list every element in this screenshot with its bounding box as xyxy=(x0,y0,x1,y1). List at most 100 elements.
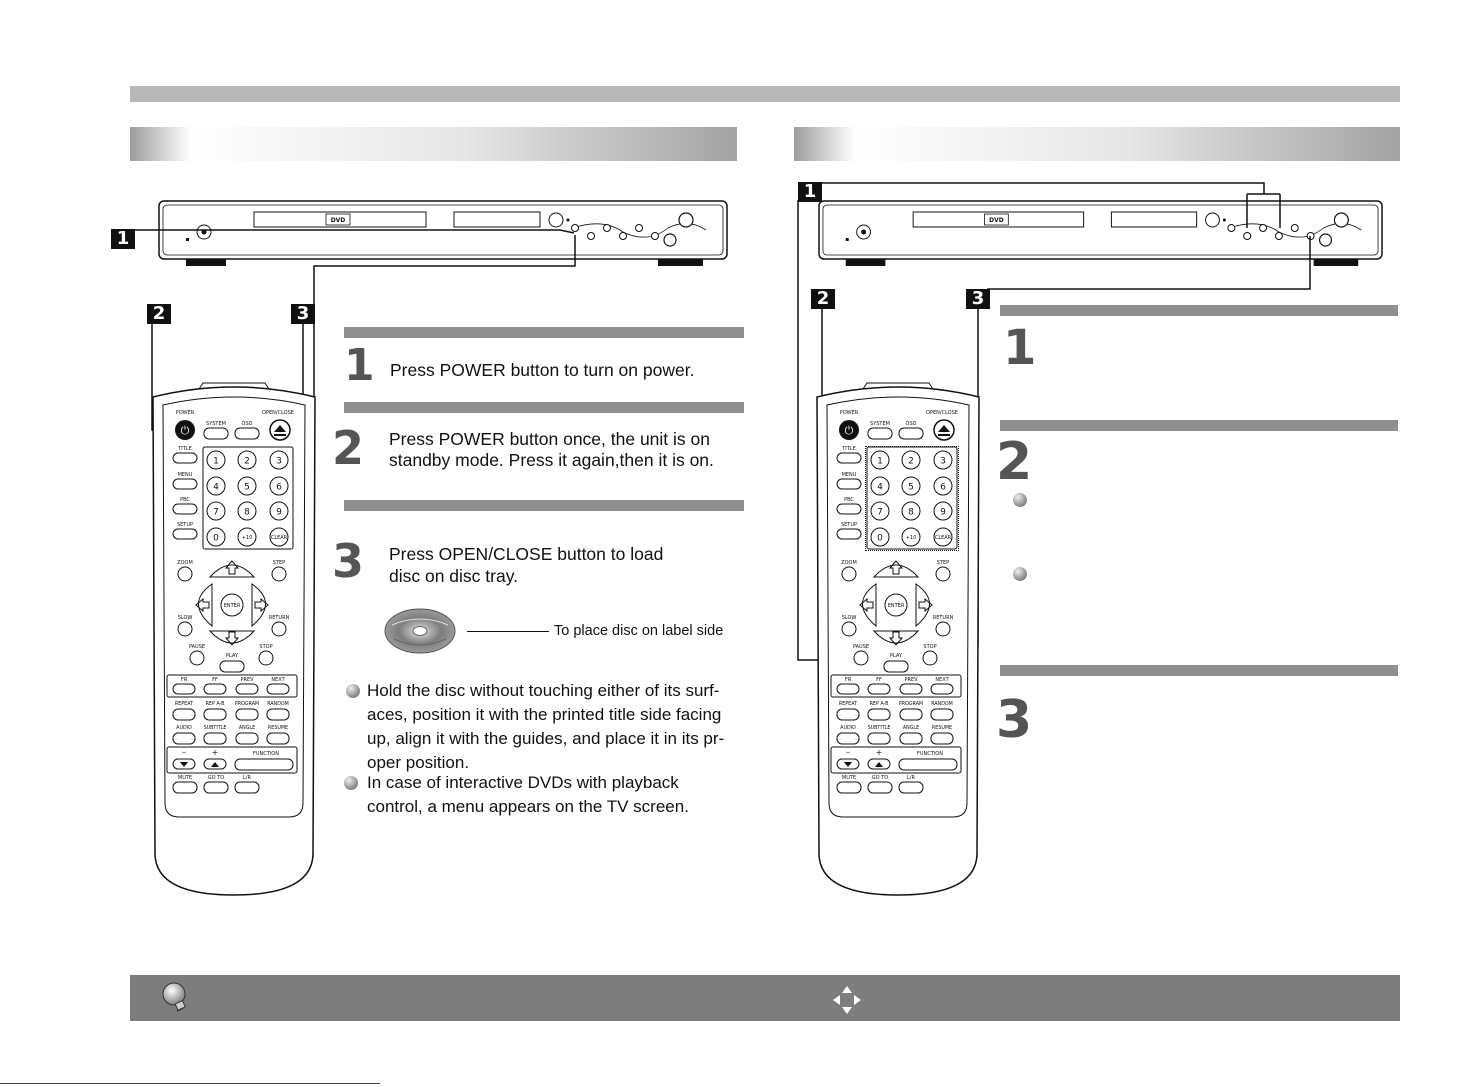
remote-label-function: ANGLE xyxy=(239,725,255,731)
note-1: Hold the disc without touching either of… xyxy=(367,679,724,775)
remote-label-function: REP A-B xyxy=(206,701,225,707)
callout-1-right: 1 xyxy=(798,182,822,202)
remote-transport-button xyxy=(172,683,196,695)
note-1-line-4: oper position. xyxy=(367,753,470,772)
remote-system-button xyxy=(867,427,893,440)
display-window xyxy=(453,211,541,228)
remote-digit-label: 8 xyxy=(244,508,250,518)
remote-label-transport: FR xyxy=(845,677,852,683)
remote-label-vol-up: + xyxy=(876,748,883,757)
up-triangle-icon xyxy=(211,762,219,767)
header-bar xyxy=(130,86,1400,102)
remote-up-button xyxy=(208,564,256,578)
player-control-button xyxy=(619,232,627,240)
remote-label-bottom: MUTE xyxy=(842,775,856,781)
remote-digit-label: 8 xyxy=(908,508,914,518)
remote-label-bottom: L/R xyxy=(907,775,915,781)
remote-label-function: PROGRAM xyxy=(235,701,259,707)
right-step-bar-1 xyxy=(1000,305,1398,316)
power-icon xyxy=(861,229,867,235)
remote-play-button xyxy=(883,660,909,673)
remote-label-side: SETUP xyxy=(177,522,193,528)
section-header-right xyxy=(794,127,1400,161)
remote-digit-button xyxy=(870,501,890,521)
remote-label-side: SETUP xyxy=(841,522,857,528)
remote-digit-button xyxy=(269,527,289,547)
note-2-line-2: control, a menu appears on the TV screen… xyxy=(367,797,689,816)
remote-bottom-button xyxy=(172,781,198,794)
disc-illustration xyxy=(384,608,456,654)
right-step-number-3: 3 xyxy=(996,690,1033,750)
remote-label-vol-up: + xyxy=(212,748,219,757)
remote-label-transport: FF xyxy=(876,677,882,683)
remote-face-panel xyxy=(826,396,970,818)
remote-digit-label: 1 xyxy=(877,457,883,467)
right-arrow-icon xyxy=(918,597,933,613)
remote-return-button xyxy=(271,621,287,637)
remote-label-bottom: GO TO xyxy=(872,775,888,781)
remote-slow-button xyxy=(841,621,857,637)
down-arrow-icon xyxy=(888,631,904,646)
footer-bar xyxy=(130,975,1400,1021)
remote-label-transport: PREV xyxy=(904,677,918,683)
remote-transport-button xyxy=(203,683,227,695)
remote-label-pause: PAUSE xyxy=(189,644,205,650)
volume-knob xyxy=(678,212,694,228)
remote-label-side: PBC xyxy=(844,497,854,503)
remote-slow-button xyxy=(177,621,193,637)
remote-digit-button xyxy=(870,527,890,547)
step-1-text: Press POWER button to turn on power. xyxy=(390,360,695,380)
remote-function-button xyxy=(867,708,891,721)
remote-label-slow: SLOW xyxy=(842,615,857,621)
note-2: In case of interactive DVDs with playbac… xyxy=(367,771,689,819)
remote-digit-label: 5 xyxy=(244,483,250,493)
power-icon: ⏻ xyxy=(845,424,854,437)
remote-osd-button xyxy=(234,427,260,440)
note-1-line-3: up, align it with the guides, and place … xyxy=(367,729,725,748)
remote-digit-label: 6 xyxy=(276,483,282,493)
remote-left-button xyxy=(198,583,213,628)
remote-digit-button xyxy=(933,527,953,547)
remote-label-function: REP A-B xyxy=(870,701,889,707)
remote-bottom-button xyxy=(867,781,893,794)
remote-digit-label: 2 xyxy=(244,457,250,467)
eject-icon xyxy=(274,425,286,436)
dvd-player-illustration-right: DVD xyxy=(818,200,1383,270)
step-3-line-2: disc on disc tray. xyxy=(389,566,519,586)
remote-transport-button xyxy=(930,683,954,695)
remote-label-play: PLAY xyxy=(890,653,903,659)
dvd-logo-box xyxy=(984,213,1009,226)
remote-play-button xyxy=(219,660,245,673)
remote-enter-button xyxy=(884,593,908,617)
remote-function-button xyxy=(836,708,860,721)
remote-down-button xyxy=(208,630,256,644)
step-bar-2 xyxy=(344,402,744,413)
remote-step-button xyxy=(935,566,951,582)
player-control-button xyxy=(603,224,611,232)
transport-frame xyxy=(830,674,962,698)
ir-sensor xyxy=(548,212,564,228)
remote-label-function: RANDOM xyxy=(267,701,289,707)
disc-caption-line xyxy=(467,631,549,632)
jog-knob xyxy=(1318,233,1333,247)
indicator-led xyxy=(566,218,570,222)
step-2-line-2: standby mode. Press it again,then it is … xyxy=(389,450,714,470)
down-triangle-icon xyxy=(180,762,188,767)
remote-label-step: STEP xyxy=(273,560,285,566)
remote-label-enter: ENTER xyxy=(888,603,905,609)
remote-label-function: RANDOM xyxy=(931,701,953,707)
remote-pause-button xyxy=(189,650,205,666)
remote-enter-button xyxy=(220,593,244,617)
remote-label-open-close: OPEN/CLOSE xyxy=(262,410,294,416)
remote-label-open-close: OPEN/CLOSE xyxy=(926,410,958,416)
remote-digit-button xyxy=(237,476,257,496)
remote-function-button xyxy=(235,732,259,745)
remote-label-transport: FF xyxy=(212,677,218,683)
remote-digit-button xyxy=(933,450,953,470)
remote-label-system: SYSTEM xyxy=(870,421,890,427)
player-control-button xyxy=(587,232,595,240)
remote-digit-button xyxy=(933,501,953,521)
remote-function-button xyxy=(266,732,290,745)
